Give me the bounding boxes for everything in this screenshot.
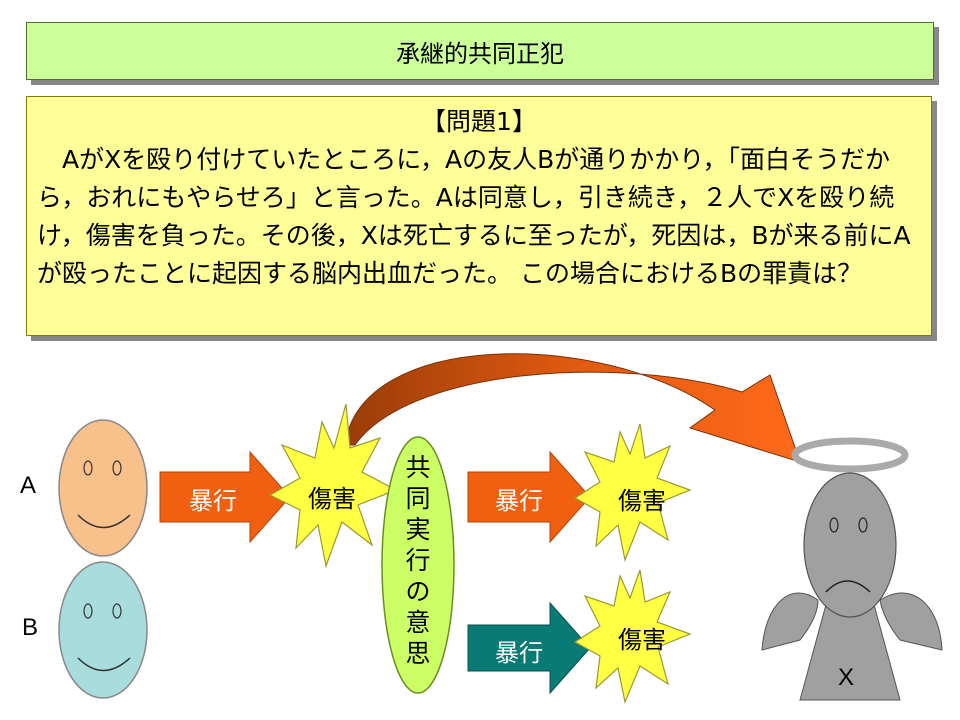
- left-wing: [761, 592, 819, 651]
- face-b-smile: [77, 657, 131, 672]
- causation-curve-arrow: [344, 353, 801, 463]
- slide-title: 承継的共同正犯: [26, 22, 934, 80]
- intent-oval: [381, 436, 455, 694]
- victim-left-eye: [829, 517, 839, 533]
- face-a-smile: [77, 514, 131, 529]
- arrow-a-shape: [159, 450, 291, 544]
- burst-3-shape: [573, 569, 692, 705]
- arrow-b-shape: [467, 601, 591, 695]
- burst-1-label: 傷害: [308, 485, 356, 513]
- victim-frown: [825, 580, 871, 593]
- face-a-right-eye: [112, 460, 122, 476]
- problem-box: 【問題1】 AがXを殴り付けていたところに，Aの友人Bが通りかかり，「面白そうだ…: [26, 96, 932, 336]
- face-b-left-eye: [83, 603, 93, 619]
- problem-body: AがXを殴り付けていたところに，Aの友人Bが通りかかり，「面白そうだから，おれに…: [37, 145, 911, 288]
- intent-label: 共同実行の意思: [405, 453, 431, 668]
- arrow-joint-a-shape: [467, 450, 591, 544]
- arrow-joint-a-label: 暴行: [495, 487, 543, 515]
- burst-2-shape: [573, 423, 692, 563]
- arrow-a-label: 暴行: [189, 487, 237, 515]
- face-a-left-eye: [83, 460, 93, 476]
- victim-right-eye: [858, 517, 868, 533]
- victim-x: [761, 437, 943, 701]
- victim-label: X: [838, 664, 855, 691]
- arrow-b-label: 暴行: [495, 639, 543, 667]
- burst-2-label: 傷害: [618, 487, 666, 515]
- face-a: [58, 419, 148, 557]
- victim-head: [803, 472, 897, 618]
- right-wing: [879, 592, 943, 651]
- halo: [791, 437, 909, 473]
- face-b: [58, 561, 148, 699]
- burst-1-shape: [268, 403, 398, 569]
- person-b-label: B: [22, 614, 39, 641]
- problem-heading: 【問題1】: [421, 107, 537, 136]
- slide-title-text: 承継的共同正犯: [396, 39, 564, 68]
- person-a-label: A: [20, 472, 37, 499]
- burst-3-label: 傷害: [618, 626, 666, 654]
- face-b-right-eye: [112, 603, 122, 619]
